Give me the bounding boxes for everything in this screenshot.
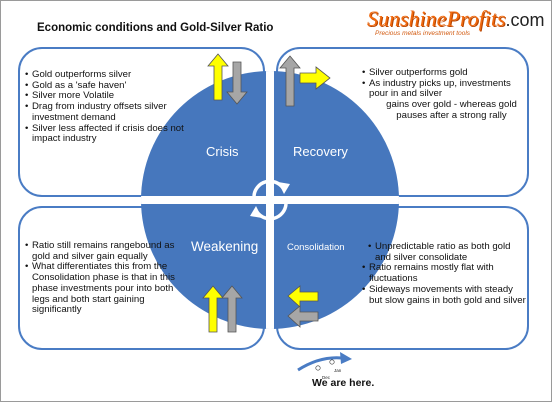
recovery-silver-up-arrow-icon	[279, 55, 301, 107]
timeline-arrow-icon	[297, 356, 343, 372]
label-recovery: Recovery	[293, 144, 348, 159]
timeline-dot-right	[329, 359, 335, 365]
bullet: Silver less affected if crisis does not …	[25, 123, 185, 145]
consolidation-bullets: Unpredictable ratio as both gold and sil…	[362, 241, 527, 306]
logo: SunshineProfits.com Precious metals inve…	[367, 6, 545, 37]
we-are-here-label: We are here.	[312, 377, 375, 389]
diagram-title: Economic conditions and Gold-Silver Rati…	[37, 22, 274, 34]
circle-horizontal-gap	[141, 196, 399, 204]
cycle-arrowhead-bottom	[250, 206, 262, 218]
bullet: Gold outperforms silver	[25, 69, 185, 81]
recovery-bullets: Silver outperforms gold As industry pick…	[362, 67, 527, 122]
timeline-tag-left: Dec	[322, 375, 331, 380]
label-crisis: Crisis	[206, 144, 239, 159]
weakening-silver-up-arrow-icon	[221, 285, 243, 333]
bullet: Drag from industry offsets silver invest…	[25, 101, 185, 123]
crisis-silver-down-arrow-icon	[226, 61, 248, 105]
recovery-gold-right-arrow-icon	[299, 66, 331, 90]
crisis-gold-up-arrow-icon	[207, 53, 229, 101]
bullet: Ratio still remains rangebound as gold a…	[25, 240, 190, 262]
bullet: What differentiates this from the Consol…	[25, 262, 190, 316]
weakening-bullets: Ratio still remains rangebound as gold a…	[25, 240, 190, 316]
label-consolidation: Consolidation	[287, 242, 345, 253]
bullet: Ratio remains mostly flat with fluctuati…	[362, 262, 527, 284]
logo-tagline: Precious metals investment tools	[375, 30, 471, 37]
label-weakening: Weakening	[191, 239, 259, 254]
bullet-continuation: gains over gold - whereas gold pauses af…	[386, 99, 517, 121]
logo-tld: .com	[505, 10, 545, 30]
timeline-tag-right: Jan	[334, 368, 342, 373]
logo-brand: SunshineProfits	[367, 6, 506, 31]
consolidation-silver-left-arrow-icon	[287, 305, 319, 328]
bullet: Silver more Volatile	[25, 91, 185, 102]
bullet: Silver outperforms gold	[362, 67, 527, 79]
bullet: Gold as a 'safe haven'	[25, 80, 185, 92]
timeline-dot-left	[315, 365, 321, 371]
bullet: Sideways movements with steady but slow …	[362, 284, 527, 306]
cycle-arrowhead-top	[278, 182, 290, 194]
bullet: Unpredictable ratio as both gold and sil…	[368, 241, 527, 263]
crisis-bullets: Gold outperforms silver Gold as a 'safe …	[25, 69, 185, 145]
bullet: As industry picks up, investments pour i…	[362, 78, 527, 100]
timeline-arrowhead	[340, 352, 352, 364]
